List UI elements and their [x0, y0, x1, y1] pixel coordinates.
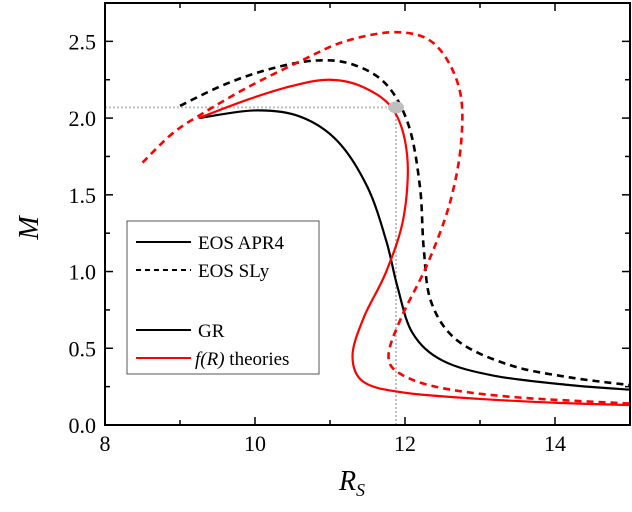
y-tick-label: 1.0	[69, 260, 97, 285]
legend-label-apr4: EOS APR4	[198, 233, 285, 254]
x-tick-label: 8	[100, 431, 111, 456]
legend-label-sly: EOS SLy	[198, 261, 270, 282]
y-tick-label: 0.5	[69, 336, 97, 361]
series-line-2	[198, 78, 631, 407]
series-layer	[105, 30, 631, 425]
x-tick-label: 12	[394, 431, 416, 456]
x-axis-title-main: RS	[338, 466, 365, 500]
x-tick-label: 10	[244, 431, 266, 456]
legend-box	[126, 220, 320, 375]
series-line-1	[179, 58, 631, 387]
annotation-layer	[388, 101, 404, 114]
axis-ticks: 8 10 12 14 0.0 0.5 1.0 1.5 2.0 2.5	[69, 2, 631, 456]
y-tick-label: 1.5	[69, 183, 97, 208]
series-line-0	[198, 109, 631, 391]
y-tick-label: 0.0	[69, 413, 97, 438]
legend: EOS APR4 EOS SLy GR f(R) theories	[126, 220, 320, 375]
y-tick-label: 2.0	[69, 106, 97, 131]
x-tick-label: 14	[544, 431, 566, 456]
legend-label-gr: GR	[198, 321, 225, 342]
legend-label-fr: f(R) theories	[195, 349, 289, 370]
x-axis-title: RS	[338, 466, 365, 500]
highlight-marker	[388, 101, 404, 114]
y-axis-title: M	[14, 215, 45, 241]
plot-frame	[104, 2, 631, 426]
series-line-3	[141, 30, 631, 405]
y-tick-label: 2.5	[69, 29, 97, 54]
